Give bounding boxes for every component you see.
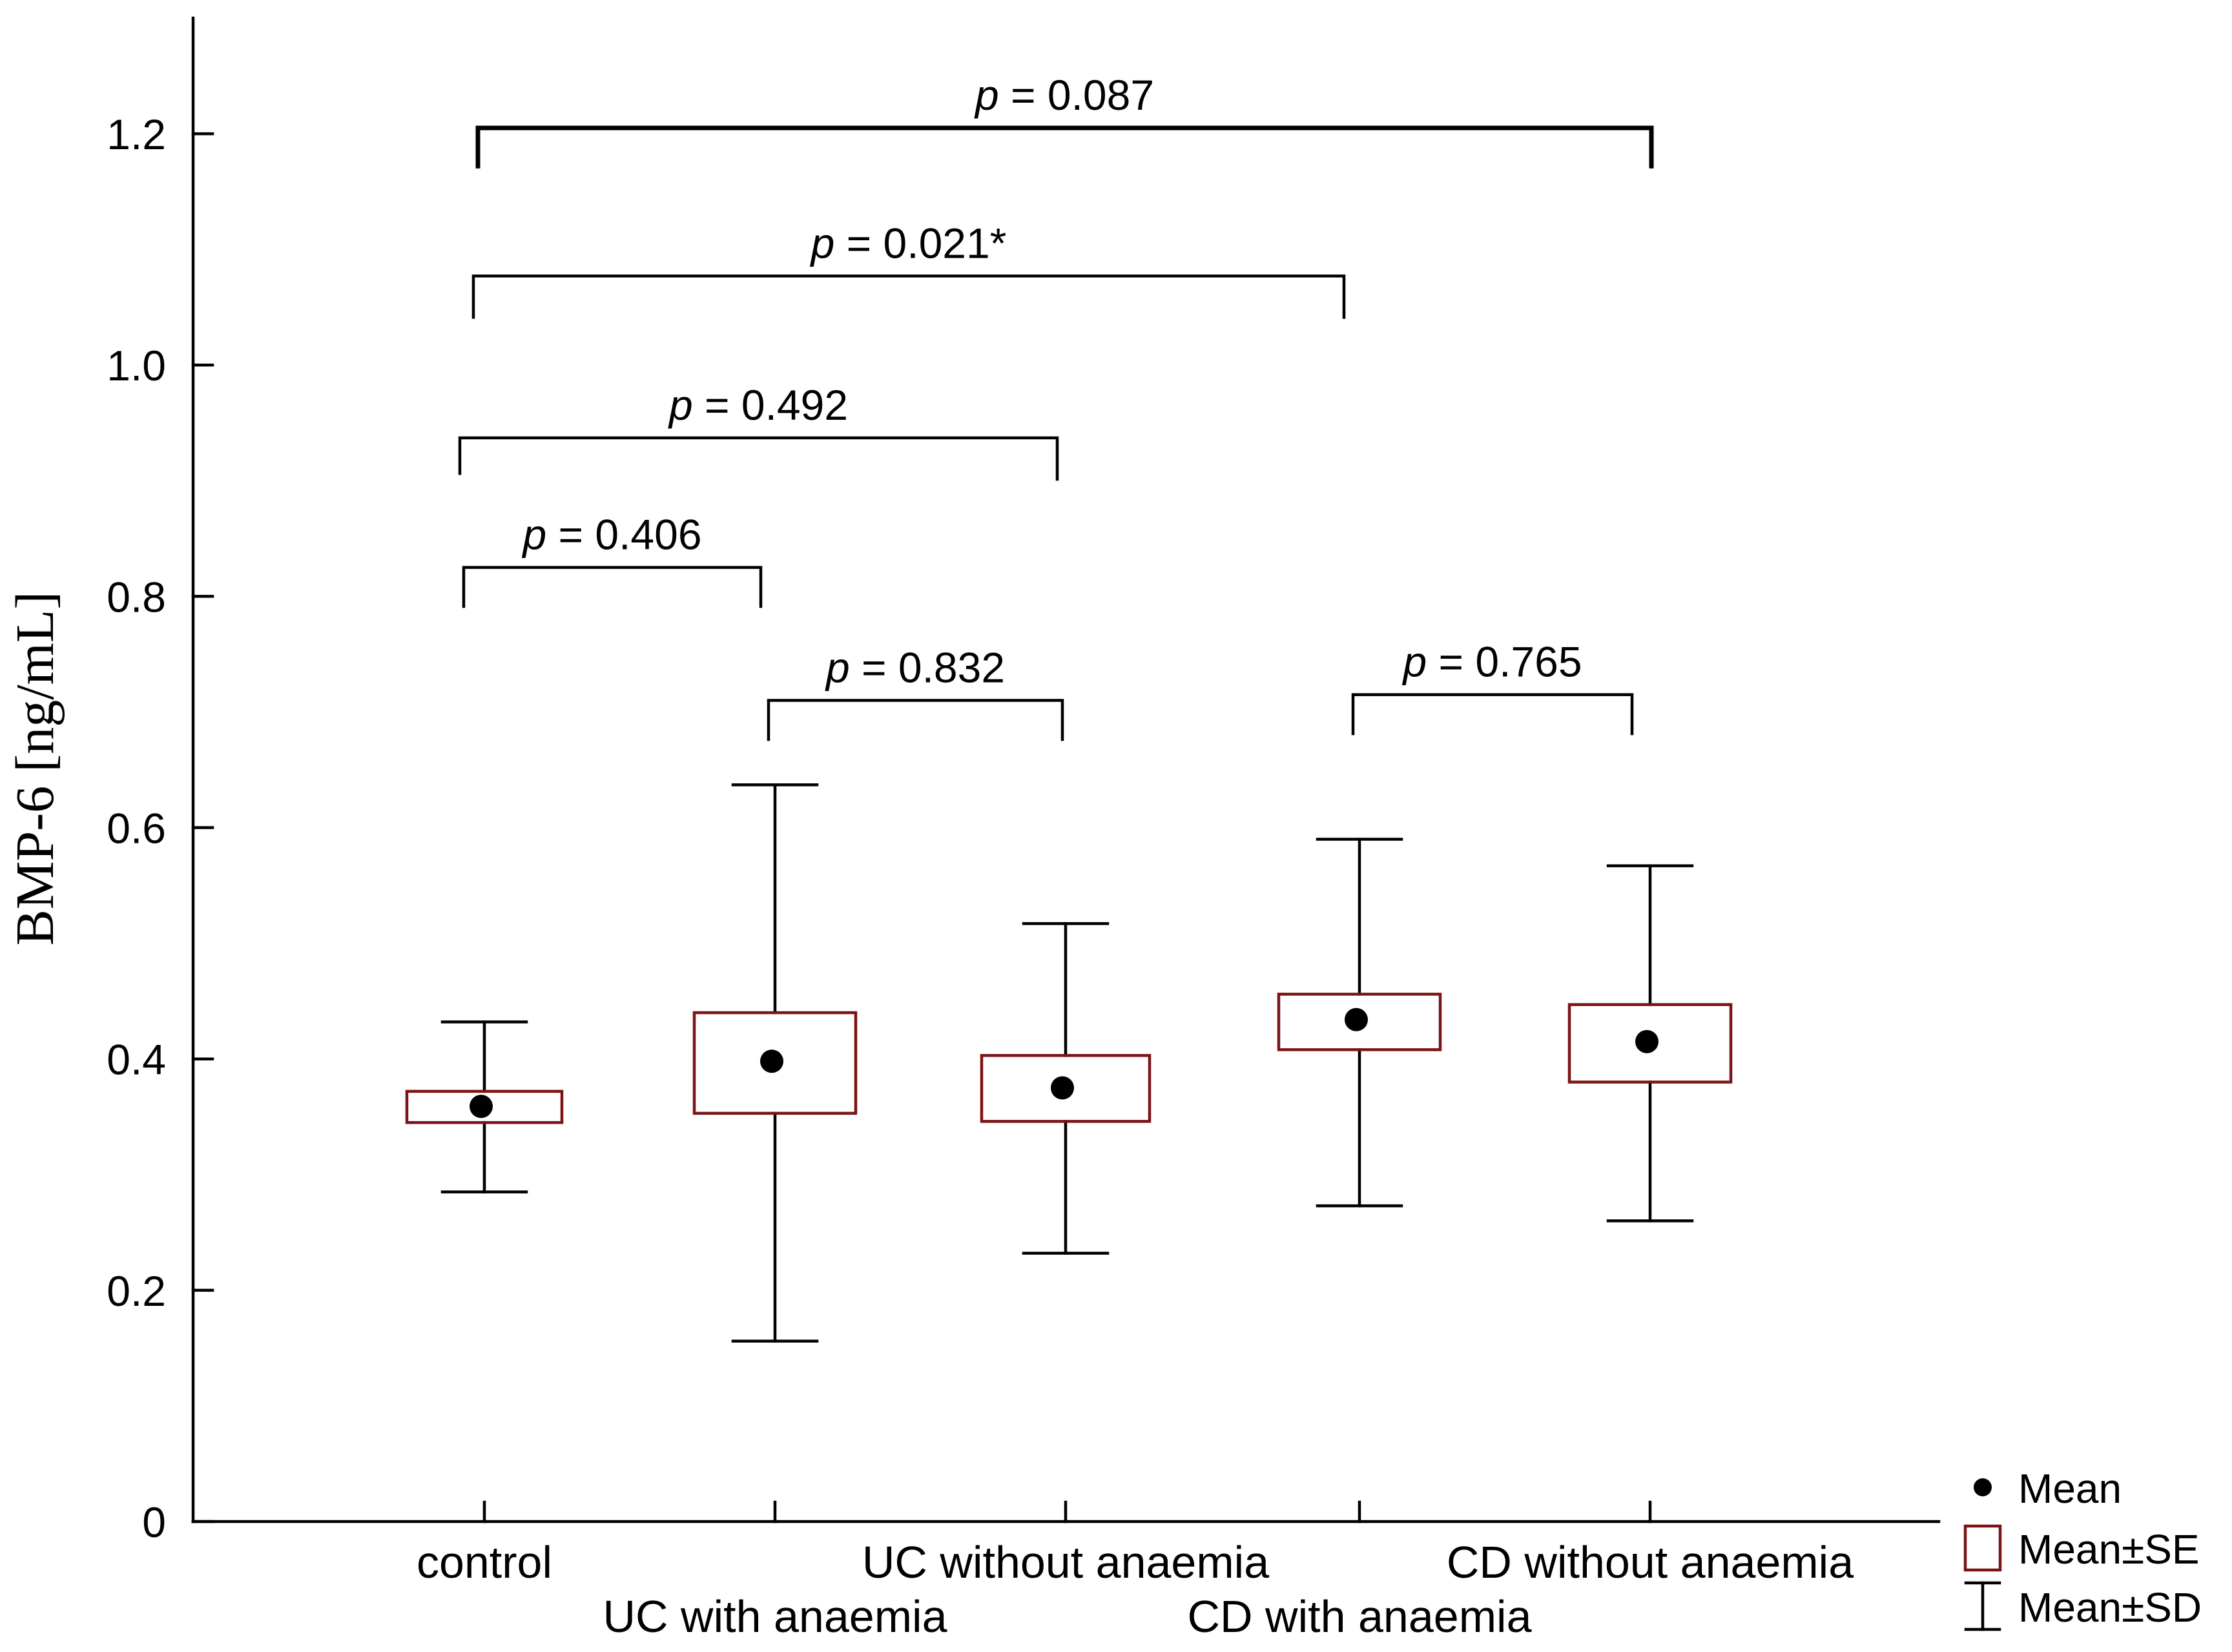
p-value: = 0.021* (834, 219, 1006, 267)
p-value: = 0.406 (546, 511, 701, 559)
bracket-line (462, 566, 763, 608)
y-tick-label: 0.2 (107, 1267, 166, 1315)
comparison-bracket: p = 0.021* (471, 219, 1346, 319)
p-symbol: p (825, 644, 850, 692)
legend-label: Mean±SD (2018, 1584, 2202, 1631)
se-box (980, 1054, 1152, 1123)
p-value-label: p = 0.765 (1401, 638, 1582, 686)
legend-item: Mean (1974, 1465, 2122, 1512)
comparison-bracket: p = 0.832 (767, 644, 1064, 741)
se-box (405, 1089, 564, 1124)
p-symbol: p (521, 511, 546, 559)
comparison-bracket: p = 0.406 (462, 511, 763, 608)
p-symbol: p (1401, 638, 1427, 686)
mean-dot (1345, 1007, 1368, 1031)
p-value-label: p = 0.832 (825, 644, 1005, 692)
box-groups (405, 783, 1733, 1343)
legend-se-symbol (1963, 1524, 2002, 1572)
y-tick-label: 1.0 (107, 342, 166, 389)
se-box (1277, 993, 1442, 1051)
p-value: = 0.832 (850, 644, 1005, 692)
y-axis-label: BMP-6 [ng/mL] (5, 592, 65, 945)
se-box (692, 1011, 858, 1115)
legend-mean-symbol (1974, 1478, 1992, 1496)
bracket-line (471, 274, 1346, 319)
mean-dot (470, 1095, 493, 1119)
box-group (980, 922, 1152, 1255)
category-label: CD with anaemia (1188, 1591, 1532, 1642)
p-value-label: p = 0.406 (521, 511, 701, 559)
bracket-line (475, 125, 1654, 169)
box-group (1567, 864, 1733, 1223)
p-value-label: p = 0.087 (974, 71, 1154, 119)
bracket-line (767, 699, 1064, 741)
se-box (1567, 1003, 1733, 1084)
p-value-label: p = 0.021* (810, 219, 1007, 267)
p-value-label: p = 0.492 (668, 381, 848, 429)
comparison-bracket: p = 0.492 (458, 381, 1059, 481)
box-group (405, 1020, 564, 1193)
y-tick-label: 0 (142, 1498, 166, 1546)
p-symbol: p (974, 71, 999, 119)
y-tick-label: 0.6 (107, 805, 166, 852)
bracket-line (1351, 693, 1634, 736)
legend-label: Mean±SE (2018, 1526, 2200, 1573)
p-value: = 0.087 (999, 71, 1154, 119)
mean-dot (1051, 1076, 1074, 1100)
category-label: UC without anaemia (862, 1537, 1269, 1587)
axes: 0 0.2 0.4 0.6 0.8 1.0 1.2 control UC with anaemi… (5, 16, 1941, 1642)
bracket-line (458, 436, 1059, 481)
y-tick-label: 0.4 (107, 1036, 166, 1084)
comparison-bracket: p = 0.087 (475, 71, 1654, 169)
p-symbol: p (668, 381, 693, 429)
p-value: = 0.765 (1427, 638, 1582, 686)
legend-item: Mean±SD (1964, 1581, 2202, 1631)
category-label: control (417, 1537, 552, 1587)
box-group (692, 783, 858, 1343)
p-value: = 0.492 (693, 381, 848, 429)
mean-dot (1635, 1029, 1658, 1053)
comparison-bracket: p = 0.765 (1351, 638, 1634, 736)
mean-dot (760, 1049, 783, 1073)
box-group (1277, 838, 1442, 1208)
legend-label: Mean (2018, 1465, 2122, 1512)
p-symbol: p (810, 219, 835, 267)
category-label: UC with anaemia (603, 1591, 947, 1642)
y-tick-label: 0.8 (107, 573, 166, 621)
category-label: CD without anaemia (1447, 1537, 1854, 1587)
legend-item: Mean±SE (1963, 1524, 2200, 1573)
y-tick-label: 1.2 (107, 110, 166, 158)
